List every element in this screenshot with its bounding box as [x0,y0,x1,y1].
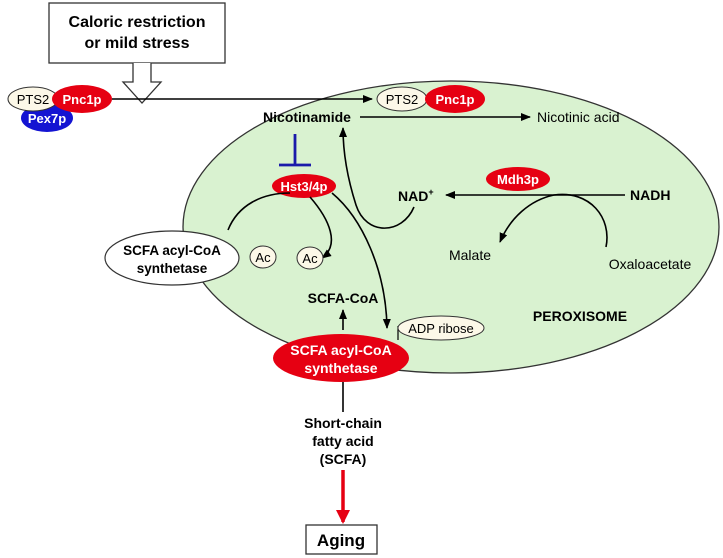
acyl-main-label-line2: synthetase [304,360,377,376]
acyl-outer-label-line1: SCFA acyl-CoA [123,243,221,258]
perox-pnc1p-node [425,85,485,113]
stress-label-line1: Caloric restriction [69,14,206,31]
aging-label: Aging [317,531,365,550]
acyl-coa-synthetase-outer-node [104,230,240,286]
nad-label: NAD+ [398,187,434,204]
oxaloacetate-to-malate-arrow [499,193,608,248]
ac-outer-node [249,245,277,269]
nicotinic-acid-label: Nicotinic acid [537,109,619,125]
hst-label: Hst3/4p [281,179,328,194]
stress-hollow-arrow [121,63,163,104]
nadh-label: NADH [630,187,670,203]
mdh3p-node [486,167,550,191]
ac-outer-label: Ac [255,250,271,265]
scfa-label-line1: Short-chain [304,415,382,431]
hst-to-acetate-arrow [309,196,333,259]
peroxisomal-pts2-complex: PTS2 Pnc1p [376,85,485,113]
adp-ribose-label: ADP ribose [408,321,474,336]
stress-box: Caloric restriction or mild stress [48,2,226,64]
cyto-pnc1p-label: Pnc1p [62,92,101,107]
scfa-label-line2: fatty acid [312,433,373,449]
hst-node [272,174,336,198]
peroxisome-organelle [182,80,720,374]
cyto-pts2-label: PTS2 [17,92,50,107]
cyto-pnc1p-node [52,85,112,113]
oxaloacetate-label: Oxaloacetate [609,256,692,272]
perox-pts2-label: PTS2 [386,92,419,107]
malate-label: Malate [449,247,491,263]
cytosolic-pts2-complex: Pex7p PTS2 Pnc1p [7,85,112,132]
acyl-outer-label-line2: synthetase [137,261,208,276]
acyl-main-label-line1: SCFA acyl-CoA [290,342,391,358]
perox-pnc1p-label: Pnc1p [435,92,474,107]
stress-label-line2: or mild stress [85,35,190,52]
adp-ribose-arrow [331,192,391,329]
nicotinamide-label: Nicotinamide [263,109,351,125]
peroxisome-label: PEROXISOME [533,308,627,324]
ac-inner-node [296,246,324,270]
nad-to-nicotinamide-arc [339,127,415,229]
scfa-coa-label: SCFA-CoA [308,290,379,306]
acyl-coa-synthetase-main-node [273,334,409,382]
adp-ribose-node [397,315,485,341]
pex7p-label: Pex7p [28,111,66,126]
mdh3p-label: Mdh3p [497,172,539,187]
scfa-label-line3: (SCFA) [320,451,367,467]
acetyl-to-hst-arc [227,192,291,231]
aging-box [305,524,378,555]
ac-inner-label: Ac [302,251,318,266]
